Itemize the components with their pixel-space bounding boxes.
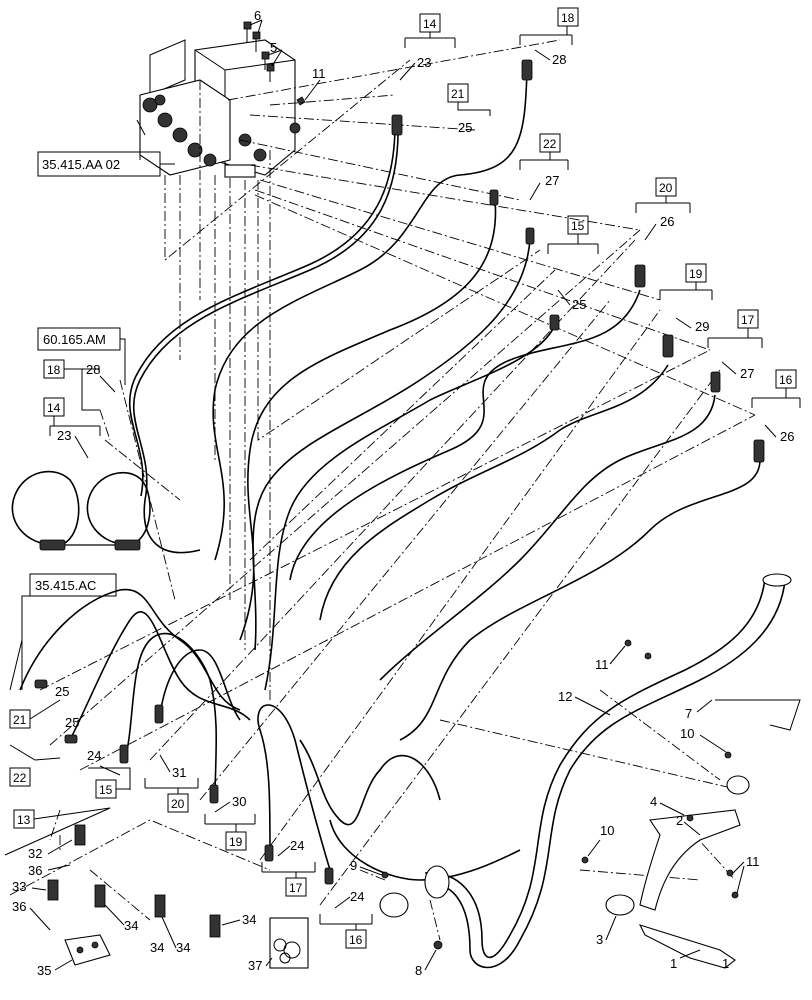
nut-11-icon <box>296 96 306 106</box>
part-34c: 34 <box>242 912 256 927</box>
ref-coupler-label: 35.415.AC <box>35 578 96 593</box>
callout-19-lower: 19 <box>229 835 243 849</box>
part-36b: 36 <box>12 899 26 914</box>
ref-hitch-label: 60.165.AM <box>43 332 106 347</box>
part-9: 9 <box>350 858 357 873</box>
part-28b: 28 <box>86 362 100 377</box>
bolt-5-icon <box>261 51 275 82</box>
part-5: 5 <box>270 40 277 55</box>
reference-boxes: 35.415.AA 02 60.165.AM 35.415.AC <box>9 151 175 691</box>
part-4: 4 <box>650 794 657 809</box>
bolt-6-icon <box>243 21 261 52</box>
callout-17: 17 <box>741 313 755 327</box>
part-11: 11 <box>312 66 326 81</box>
callout-18: 18 <box>561 11 575 25</box>
part-10: 10 <box>680 726 694 741</box>
part-1-label: 1 <box>670 956 677 971</box>
part-29: 29 <box>695 319 709 334</box>
part-2: 2 <box>676 813 683 828</box>
part-27: 27 <box>545 173 559 188</box>
part-25c: 25 <box>55 684 69 699</box>
part-28: 28 <box>552 52 566 67</box>
callout-13: 13 <box>17 813 31 827</box>
valve-assembly <box>136 21 306 178</box>
callout-18-left: 18 <box>47 363 61 377</box>
projection-lines <box>9 39 756 941</box>
part-11c: 11 <box>746 854 760 869</box>
part-12: 12 <box>558 689 572 704</box>
hydraulic-hoses <box>11 69 792 969</box>
callout-19: 19 <box>689 267 703 281</box>
callout-20-lower: 20 <box>171 797 185 811</box>
part-24: 24 <box>87 748 101 763</box>
callout-14-left: 14 <box>47 401 61 415</box>
callout-16-lower: 16 <box>349 933 363 947</box>
callout-14: 14 <box>423 17 437 31</box>
callout-boxes: 14 18 21 22 15 20 19 17 16 18 <box>4 7 801 949</box>
part-23b: 23 <box>57 428 71 443</box>
part-37: 37 <box>248 958 262 973</box>
part-numbers: 1 1 2 3 4 5 6 7 8 9 10 10 11 11 11 12 23… <box>12 8 794 978</box>
callout-15-left: 15 <box>99 783 113 797</box>
part-24c: 24 <box>350 889 364 904</box>
part-1: 1 <box>722 956 729 971</box>
part-26: 26 <box>660 214 674 229</box>
part-6: 6 <box>254 8 261 23</box>
part-30: 30 <box>232 794 246 809</box>
part-31: 31 <box>172 765 186 780</box>
mounting-hardware <box>379 639 801 969</box>
part-11b: 11 <box>595 657 609 672</box>
part-36: 36 <box>28 863 42 878</box>
callout-21: 21 <box>451 87 465 101</box>
part-25d: 25 <box>65 715 79 730</box>
callout-21-left: 21 <box>13 713 27 727</box>
part-7: 7 <box>685 706 692 721</box>
part-34d: 34 <box>150 940 164 955</box>
coupler-parts <box>47 824 309 969</box>
part-8: 8 <box>415 963 422 978</box>
part-33: 33 <box>12 879 26 894</box>
ref-valve-label: 35.415.AA 02 <box>42 157 120 172</box>
part-23: 23 <box>417 55 431 70</box>
part-32: 32 <box>28 846 42 861</box>
hose-fittings <box>34 59 765 885</box>
callout-16: 16 <box>779 373 793 387</box>
callout-15: 15 <box>571 219 585 233</box>
callout-20: 20 <box>659 181 673 195</box>
part-27b: 27 <box>740 366 754 381</box>
callout-22-left: 22 <box>13 771 27 785</box>
part-35: 35 <box>37 963 51 978</box>
part-26b: 26 <box>780 429 794 444</box>
part-10b: 10 <box>600 823 614 838</box>
part-24b: 24 <box>290 838 304 853</box>
callout-22: 22 <box>543 137 557 151</box>
part-25b: 25 <box>572 297 586 312</box>
callout-17-lower: 17 <box>289 881 303 895</box>
part-25: 25 <box>458 120 472 135</box>
part-3: 3 <box>596 932 603 947</box>
part-34b: 34 <box>176 940 190 955</box>
part-34: 34 <box>124 918 138 933</box>
